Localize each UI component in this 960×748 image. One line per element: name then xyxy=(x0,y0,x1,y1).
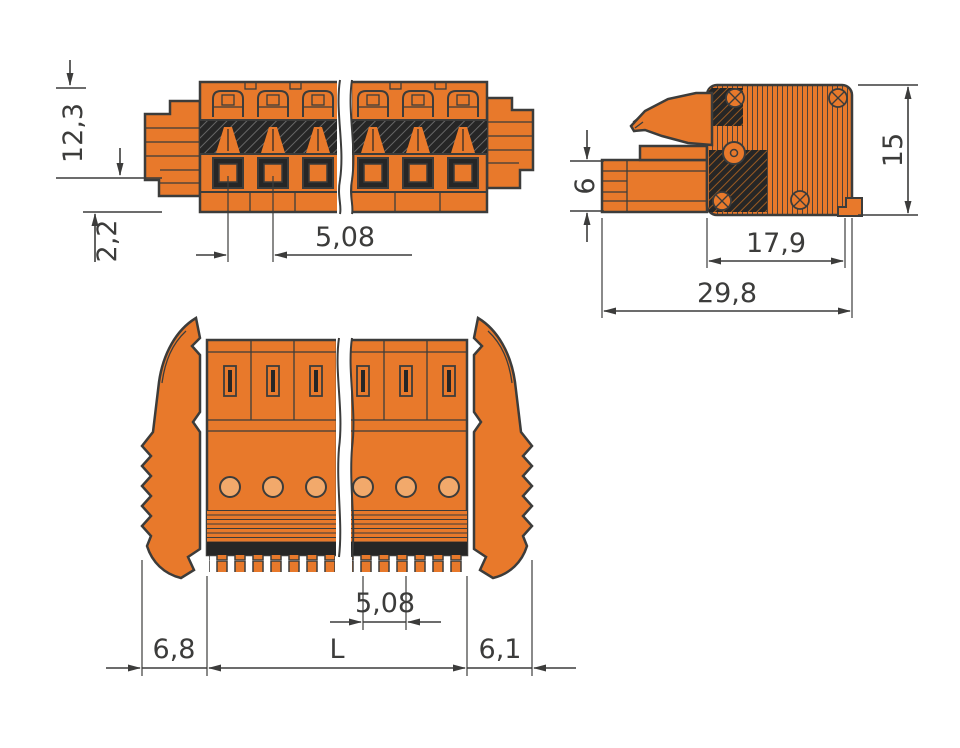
strain-relief-left xyxy=(143,99,202,198)
dim-side-entry-height: 6 xyxy=(570,177,601,194)
wire-entry-funnel xyxy=(600,158,709,214)
screw-marker xyxy=(790,190,810,210)
push-button xyxy=(357,157,389,189)
comb-base xyxy=(350,542,467,555)
push-button xyxy=(302,157,334,189)
front-view xyxy=(143,78,535,218)
dim-side-housing-depth: 17,9 xyxy=(746,228,806,259)
break-line xyxy=(349,79,355,215)
dim-front-pitch: 5,08 xyxy=(315,222,375,253)
front-dimensions: 12,3 2,2 5,08 xyxy=(56,60,412,262)
dim-plan-left-margin: 6,8 xyxy=(153,634,196,665)
comb-teeth xyxy=(209,555,335,572)
screw-marker xyxy=(712,191,732,211)
ribbed-band xyxy=(350,510,467,542)
release-lever-right xyxy=(472,316,534,580)
break-line xyxy=(349,337,355,558)
locking-lever xyxy=(629,91,714,147)
comb-base xyxy=(207,542,337,555)
lever-pivot xyxy=(722,141,746,165)
break-line xyxy=(337,79,343,215)
dim-side-overall-depth: 29,8 xyxy=(697,278,757,309)
ribbed-band xyxy=(207,510,337,542)
push-button xyxy=(447,157,479,189)
dim-side-overall-height: 15 xyxy=(878,133,909,167)
plan-view xyxy=(140,316,534,580)
release-lever-left xyxy=(140,316,202,580)
side-view xyxy=(600,83,863,217)
push-button xyxy=(402,157,434,189)
dim-plan-right-margin: 6,1 xyxy=(479,634,522,665)
comb-teeth xyxy=(352,555,465,572)
dim-front-overall-height: 12,3 xyxy=(58,103,89,163)
strain-hook xyxy=(837,197,863,217)
dim-front-foot-height: 2,2 xyxy=(92,220,123,263)
strain-relief-right xyxy=(485,96,535,190)
screw-marker xyxy=(828,88,848,108)
break-line xyxy=(336,337,342,558)
side-dimensions: 6 15 17,9 29,8 xyxy=(570,84,918,318)
plan-dimensions: 5,08 6,8 L 6,1 xyxy=(106,560,576,676)
screw-marker xyxy=(725,88,745,108)
dim-plan-pitch: 5,08 xyxy=(355,588,415,619)
dim-plan-length: L xyxy=(329,634,344,665)
